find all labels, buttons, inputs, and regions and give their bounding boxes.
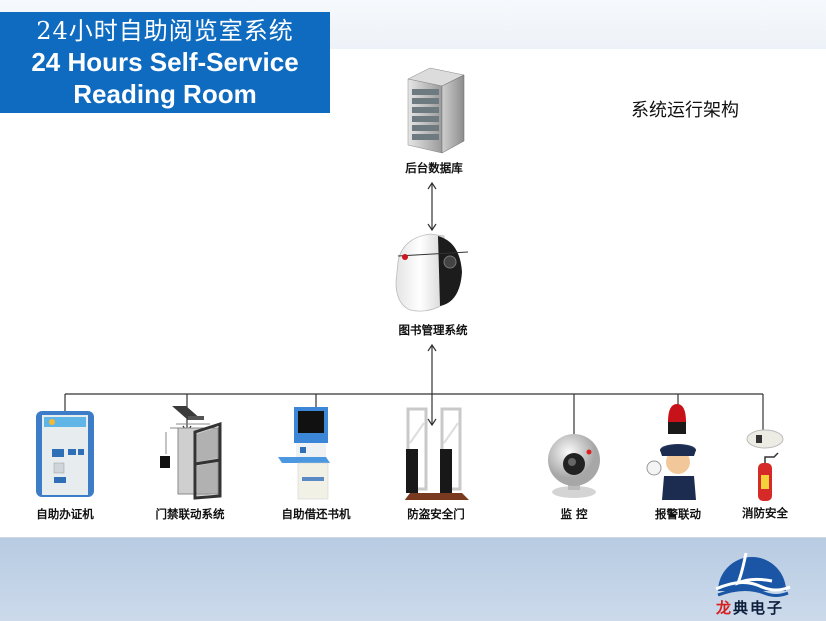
alarm-police-icon	[646, 404, 696, 500]
arrowhead-down	[427, 223, 437, 232]
arrowhead-up	[427, 343, 437, 352]
wave-sail-logo-icon	[715, 552, 791, 597]
title-english-line2: Reading Room	[73, 79, 257, 109]
company-name-red-char: 龙	[716, 599, 734, 617]
device-label: 报警联动	[655, 507, 701, 521]
server-rack-icon	[407, 67, 465, 154]
device-label: 自助借还书机	[281, 507, 351, 521]
title-chinese: 24小时自助阅览室系统	[36, 17, 294, 45]
device-anti-theft-gate: 防盗安全门	[400, 405, 472, 525]
company-logo	[712, 543, 792, 601]
core-node: 图书管理系统	[388, 232, 478, 337]
device-alarm: 报警联动	[640, 400, 716, 525]
device-access-control: 门禁联动系统	[150, 402, 230, 525]
device-label: 门禁联动系统	[155, 507, 225, 521]
access-control-door-icon	[160, 406, 222, 500]
page-heading: 系统运行架构	[631, 100, 739, 121]
arrowhead-up	[427, 181, 437, 190]
server-label: 后台数据库	[405, 161, 463, 175]
self-checkout-kiosk-icon	[278, 407, 330, 500]
device-card-kiosk: 自助办证机	[30, 405, 100, 525]
device-surveillance: 监 控	[538, 430, 610, 525]
company-name: 龙典电子	[716, 597, 784, 618]
device-fire-safety: 消防安全	[738, 425, 792, 525]
title-banner: 24小时自助阅览室系统 24 Hours Self-Service Readin…	[0, 12, 330, 113]
library-management-device-icon	[395, 233, 469, 312]
device-self-checkout: 自助借还书机	[274, 405, 358, 525]
footer-band	[0, 537, 826, 621]
surveillance-camera-icon	[548, 434, 600, 498]
device-label: 消防安全	[742, 506, 788, 520]
title-english-line1: 24 Hours Self-Service	[31, 47, 299, 77]
core-label: 图书管理系统	[398, 323, 468, 337]
device-label: 防盗安全门	[407, 507, 465, 521]
device-label: 监 控	[560, 507, 588, 521]
server-node: 后台数据库	[402, 65, 466, 180]
card-issuing-kiosk-icon	[36, 411, 94, 497]
company-name-rest: 典电子	[733, 599, 785, 617]
device-label: 自助办证机	[36, 507, 94, 521]
anti-theft-gate-icon	[404, 407, 470, 501]
fire-safety-icon	[746, 429, 784, 501]
